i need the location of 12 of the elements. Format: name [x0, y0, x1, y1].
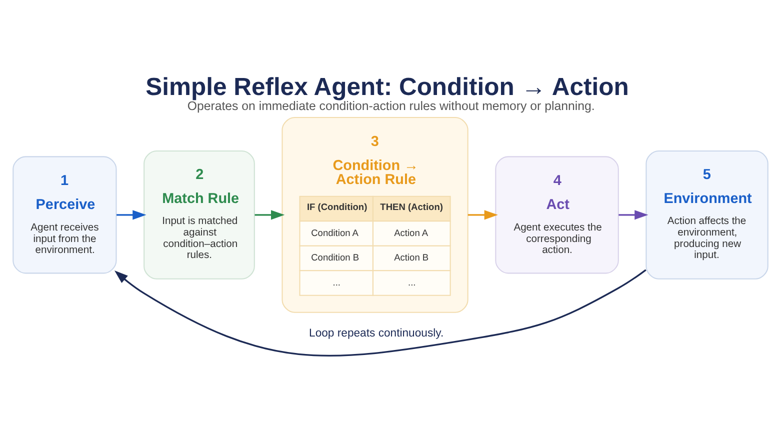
arrow [467, 210, 498, 220]
diagram-title: Simple Reflex Agent: Condition → Action [145, 74, 628, 102]
node-box: 1 Perceive Agent receives input from the environment. [12, 156, 116, 274]
node-box: 3 Condition → Action Rule IF (Condition) THEN (Action) Condition A Action A Condition B Action B ... ... [281, 116, 468, 313]
node-box: 4 Act Agent executes the corresponding action. [494, 156, 618, 274]
arrow [114, 269, 646, 356]
arrow [254, 210, 284, 220]
arrow [116, 210, 146, 220]
arrow [618, 210, 648, 220]
node-box: 2 Match Rule Input is matched against condition–action rules. [143, 150, 254, 280]
edge-label: Loop repeats continuously. [308, 327, 444, 340]
node-box: 5 Environment Action affects the environment, producing new input. [645, 150, 768, 280]
